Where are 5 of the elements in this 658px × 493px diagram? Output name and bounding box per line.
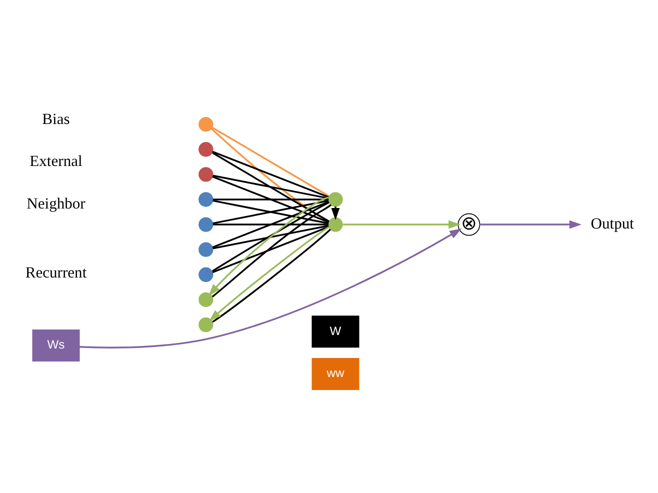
label: Recurrent: [25, 264, 87, 282]
label: Neighbor: [26, 194, 86, 212]
node-text: Output: [590, 214, 634, 232]
label: External: [30, 152, 82, 170]
label: Bias: [42, 110, 70, 128]
